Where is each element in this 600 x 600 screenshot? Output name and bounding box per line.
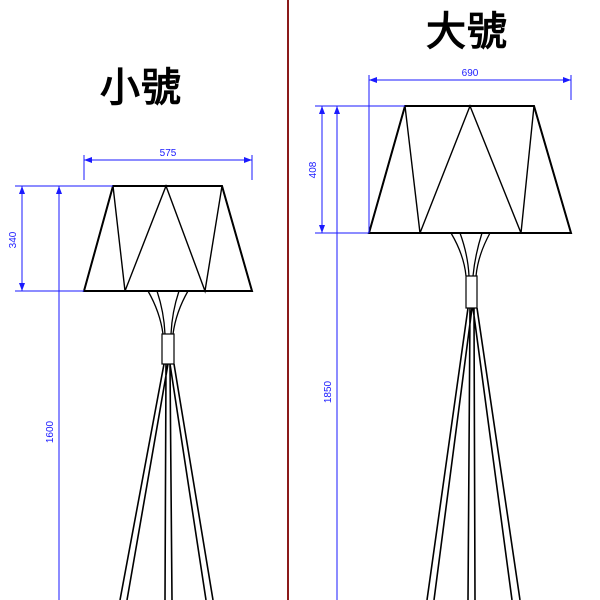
large-lamp-coupling — [465, 275, 478, 309]
small-size-title: 小號 — [100, 65, 182, 111]
large-shade-height-label: 408 — [308, 161, 319, 178]
large-lamp-shade-pattern — [368, 104, 572, 234]
large-lamp-stand-top — [450, 232, 491, 277]
large-total-height-label: 1850 — [323, 380, 334, 403]
small-shade-height-label: 340 — [8, 231, 19, 248]
large-size-title: 大號 — [426, 9, 508, 55]
small-lamp-stand-top — [147, 290, 189, 335]
small-lamp — [82, 184, 254, 600]
small-shade-width-label: 575 — [160, 148, 177, 159]
small-dimensions — [15, 155, 253, 600]
large-lamp — [367, 104, 573, 600]
large-dimensions — [315, 75, 572, 600]
small-lamp-coupling — [161, 333, 175, 365]
large-lamp-legs — [426, 307, 521, 600]
large-shade-width-label: 690 — [462, 68, 479, 79]
small-total-height-label: 1600 — [45, 420, 56, 443]
small-lamp-shade-pattern — [83, 184, 253, 294]
small-lamp-legs — [119, 363, 214, 600]
